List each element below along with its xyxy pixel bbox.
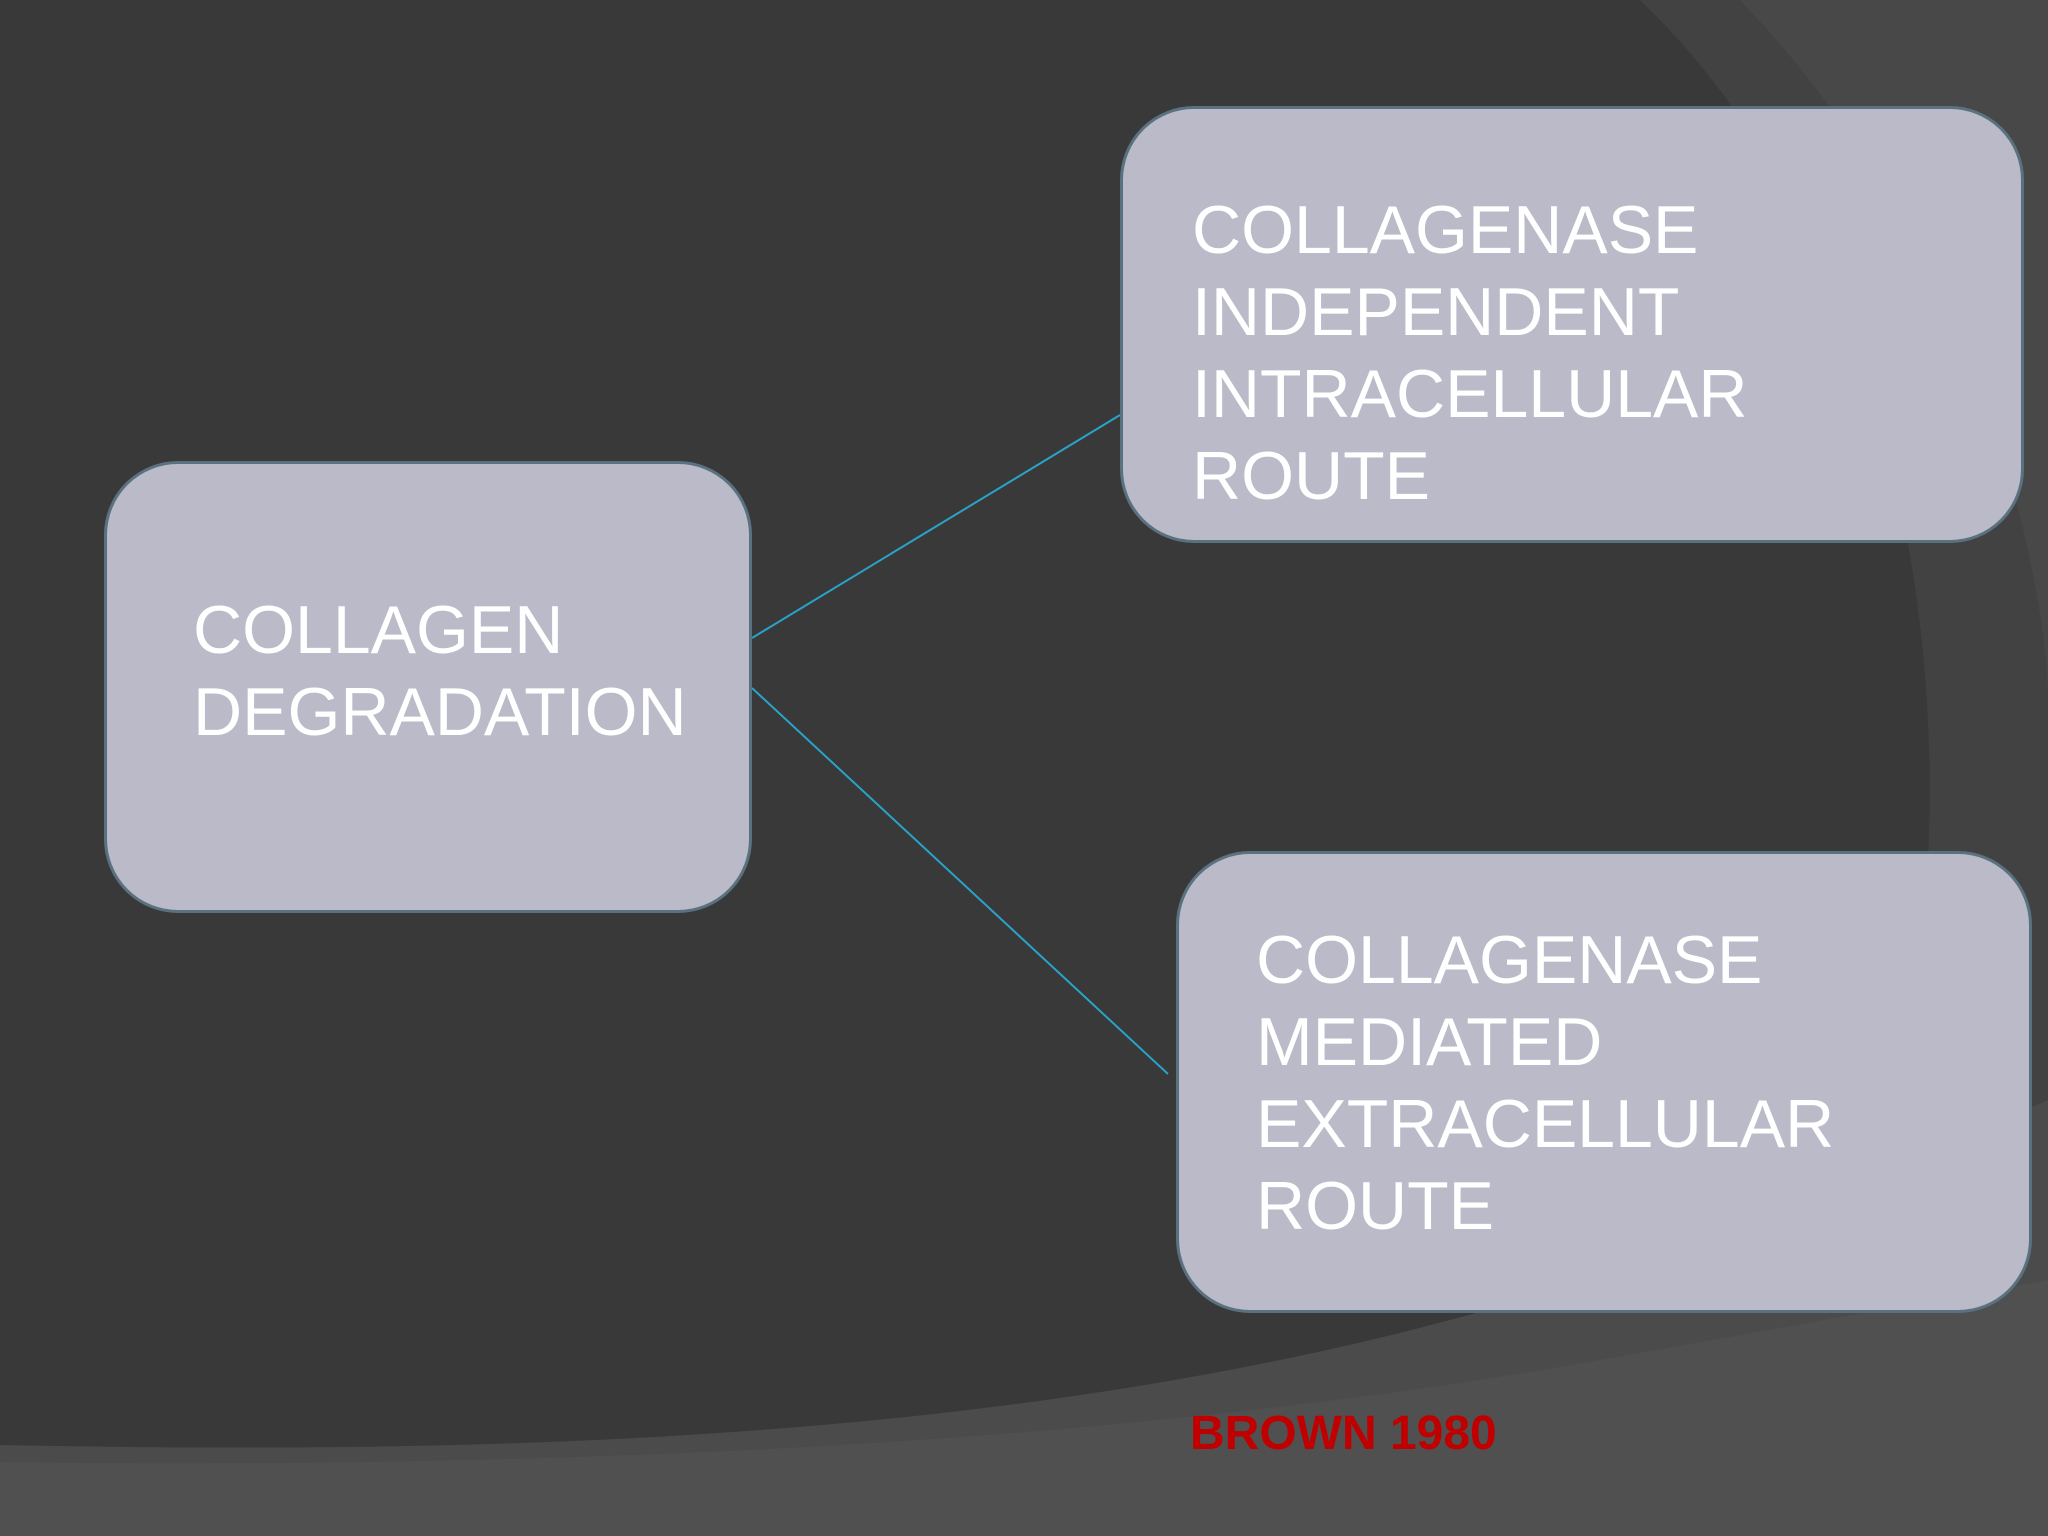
node-collagen-degradation-label: COLLAGEN DEGRADATION: [193, 592, 687, 750]
citation-text: BROWN 1980: [1190, 1407, 1497, 1460]
node-collagenase-independent-route: COLLAGENASE INDEPENDENT INTRACELLULAR RO…: [1120, 106, 2024, 543]
connector-root-to-top: [751, 414, 1121, 639]
background-bottom-band-lower: [0, 1280, 2048, 1536]
node-collagen-degradation: COLLAGEN DEGRADATION: [104, 461, 752, 913]
node-collagenase-independent-route-label: COLLAGENASE INDEPENDENT INTRACELLULAR RO…: [1192, 192, 1748, 514]
node-collagenase-mediated-route: COLLAGENASE MEDIATED EXTRACELLULAR ROUTE: [1176, 851, 2032, 1313]
node-collagenase-mediated-route-label: COLLAGENASE MEDIATED EXTRACELLULAR ROUTE: [1256, 922, 1835, 1244]
connector-root-to-bottom: [751, 687, 1169, 1075]
